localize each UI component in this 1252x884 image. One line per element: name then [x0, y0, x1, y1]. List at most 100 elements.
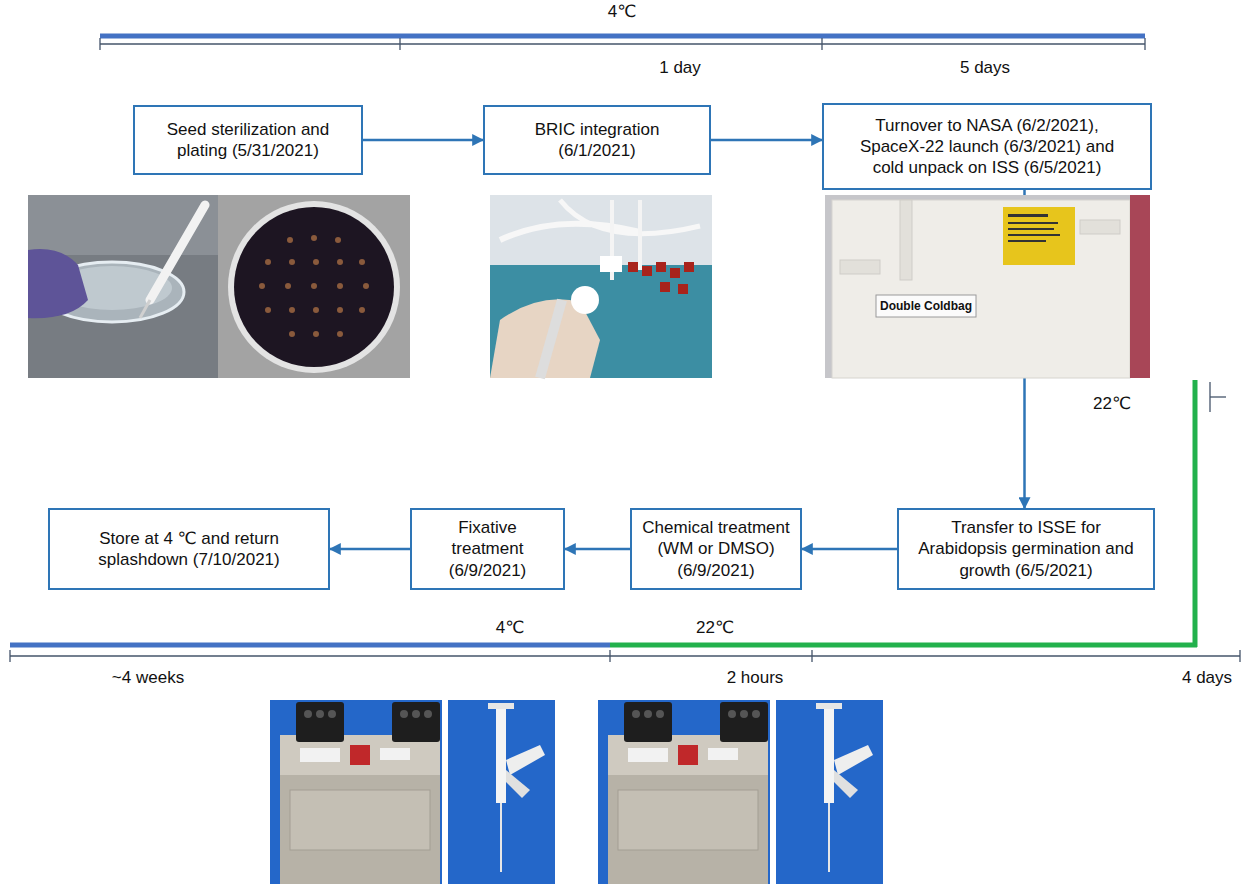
seed-plate-photo-part: [265, 259, 271, 265]
bric-integration-photo-part: [571, 286, 599, 314]
flow-arrow: [565, 548, 630, 551]
seed-plate-photo-part: [337, 331, 343, 337]
box-text: Fixative treatment (6/9/2021): [422, 517, 553, 581]
process-box: Chemical treatment (WM or DMSO) (6/9/202…: [630, 508, 802, 590]
warm-bar: [1193, 380, 1198, 647]
bric-integration-photo-part: [670, 268, 680, 278]
annotation-label: 22℃: [1093, 394, 1131, 414]
bric-hardware-photo-part: [500, 803, 502, 872]
bric-hardware-photo-part: [328, 710, 336, 718]
seed-plate-photo-part: [359, 307, 365, 313]
seed-plating-photo-part: [28, 195, 218, 378]
seed-plate-photo-part: [289, 331, 295, 337]
coldbag-photo-part: [1080, 220, 1120, 234]
process-box: Transfer to ISSE for Arabidopsis germina…: [897, 508, 1155, 590]
bric-hardware-photo: [270, 700, 555, 884]
bric-integration-photo-part: [600, 256, 622, 272]
timeline-tick: [1144, 38, 1145, 50]
flow-arrow: [363, 139, 483, 142]
cold-bar: [100, 34, 1145, 39]
seed-plating-photo-part: [28, 249, 88, 318]
seed-plate-photo-part: [228, 201, 400, 373]
process-box: Turnover to NASA (6/2/2021), SpaceX-22 l…: [822, 103, 1152, 190]
seed-plate-photo-part: [335, 237, 341, 243]
bric-integration-photo-part: [628, 262, 638, 272]
seed-plate-photo-part: [287, 237, 293, 243]
cold-bar: [10, 643, 610, 648]
coldbag-photo-part: [832, 200, 1130, 378]
warm-bar: [610, 643, 1197, 648]
annotation-label: Double Coldbag: [880, 299, 972, 313]
timeline-tick: [609, 650, 610, 662]
box-text: Store at 4 ℃ and return splashdown (7/10…: [64, 528, 314, 571]
timeline-tick: [1210, 396, 1226, 397]
bric-hardware-photo: [598, 700, 883, 884]
bric-integration-photo-part: [560, 200, 700, 234]
bric-hardware-photo-part: [280, 735, 440, 884]
bric-hardware-photo-part: [496, 708, 506, 803]
bric-hardware-photo-part: [400, 710, 408, 718]
bric-integration-photo-part: [642, 266, 652, 276]
seed-plate-photo-part: [313, 307, 319, 313]
annotation-label: 2 hours: [727, 668, 784, 688]
process-box: BRIC integration (6/1/2021): [483, 105, 711, 175]
bric-hardware-photo-part: [290, 790, 430, 850]
timeline-tick: [9, 650, 10, 662]
box-text: Transfer to ISSE for Arabidopsis germina…: [909, 517, 1143, 581]
seed-plate-photo: [218, 195, 410, 378]
seed-plate-photo-part: [285, 283, 291, 289]
bric-integration-photo-part: [678, 284, 688, 294]
seed-plate-photo-part: [259, 283, 265, 289]
coldbag-photo-part: [1008, 234, 1060, 236]
annotation-label: 22℃: [696, 618, 734, 638]
coldbag-photo-part: [825, 195, 1150, 378]
bric-integration-photo-part: [660, 282, 670, 292]
bric-hardware-photo-part: [304, 710, 312, 718]
seed-plating-photo: [28, 195, 218, 378]
seed-plate-photo-part: [234, 207, 394, 367]
annotation-label: 4 days: [1182, 668, 1232, 688]
timeline-tick: [821, 38, 822, 50]
seed-plate-photo-part: [313, 259, 319, 265]
seed-plate-photo-part: [311, 235, 317, 241]
coldbag-photo-part: [876, 295, 976, 317]
coldbag-photo: [825, 195, 1150, 378]
bric-hardware-photo-part: [424, 710, 432, 718]
seed-plating-photo-part: [150, 205, 205, 300]
bric-hardware-photo-part: [296, 702, 344, 742]
annotation-label: ~4 weeks: [112, 668, 184, 688]
timeline-tick: [99, 38, 100, 50]
seed-plating-photo-part: [140, 300, 150, 318]
bric-hardware-photo-part: [300, 748, 340, 762]
coldbag-photo-part: [1008, 222, 1058, 224]
coldbag-photo-part: [1130, 195, 1150, 378]
box-text: Turnover to NASA (6/2/2021), SpaceX-22 l…: [846, 115, 1128, 179]
seed-plate-photo-part: [359, 259, 365, 265]
box-text: Chemical treatment (WM or DMSO) (6/9/202…: [642, 517, 790, 581]
seed-plate-photo-part: [265, 307, 271, 313]
seed-plate-photo-part: [337, 259, 343, 265]
coldbag-photo-part: [900, 200, 912, 280]
coldbag-photo-part: [1008, 214, 1048, 217]
seed-plate-photo-part: [218, 195, 410, 378]
annotation-label: 4℃: [496, 618, 525, 638]
bric-integration-photo-part: [540, 300, 562, 378]
coldbag-photo-part: [1003, 207, 1075, 265]
bric-integration-photo-part: [490, 195, 712, 265]
timeline-tick: [399, 38, 400, 50]
timeline-axis: [100, 43, 1145, 44]
bric-hardware-photo-part: [488, 703, 514, 709]
flow-arrow: [330, 548, 410, 551]
process-box: Seed sterilization and plating (5/31/202…: [133, 105, 363, 175]
annotation-label: 4℃: [608, 2, 637, 22]
bric-hardware-photo-part: [506, 770, 530, 798]
timeline: [10, 36, 1240, 662]
bric-hardware-photo-part: [448, 700, 555, 884]
seed-plate-photo-part: [313, 331, 319, 337]
box-text: BRIC integration (6/1/2021): [495, 119, 699, 162]
box-text: Seed sterilization and plating (5/31/202…: [145, 119, 351, 162]
bric-hardware-photo-part: [350, 745, 370, 765]
seed-plate-photo-part: [289, 307, 295, 313]
timeline-tick: [1239, 650, 1240, 662]
